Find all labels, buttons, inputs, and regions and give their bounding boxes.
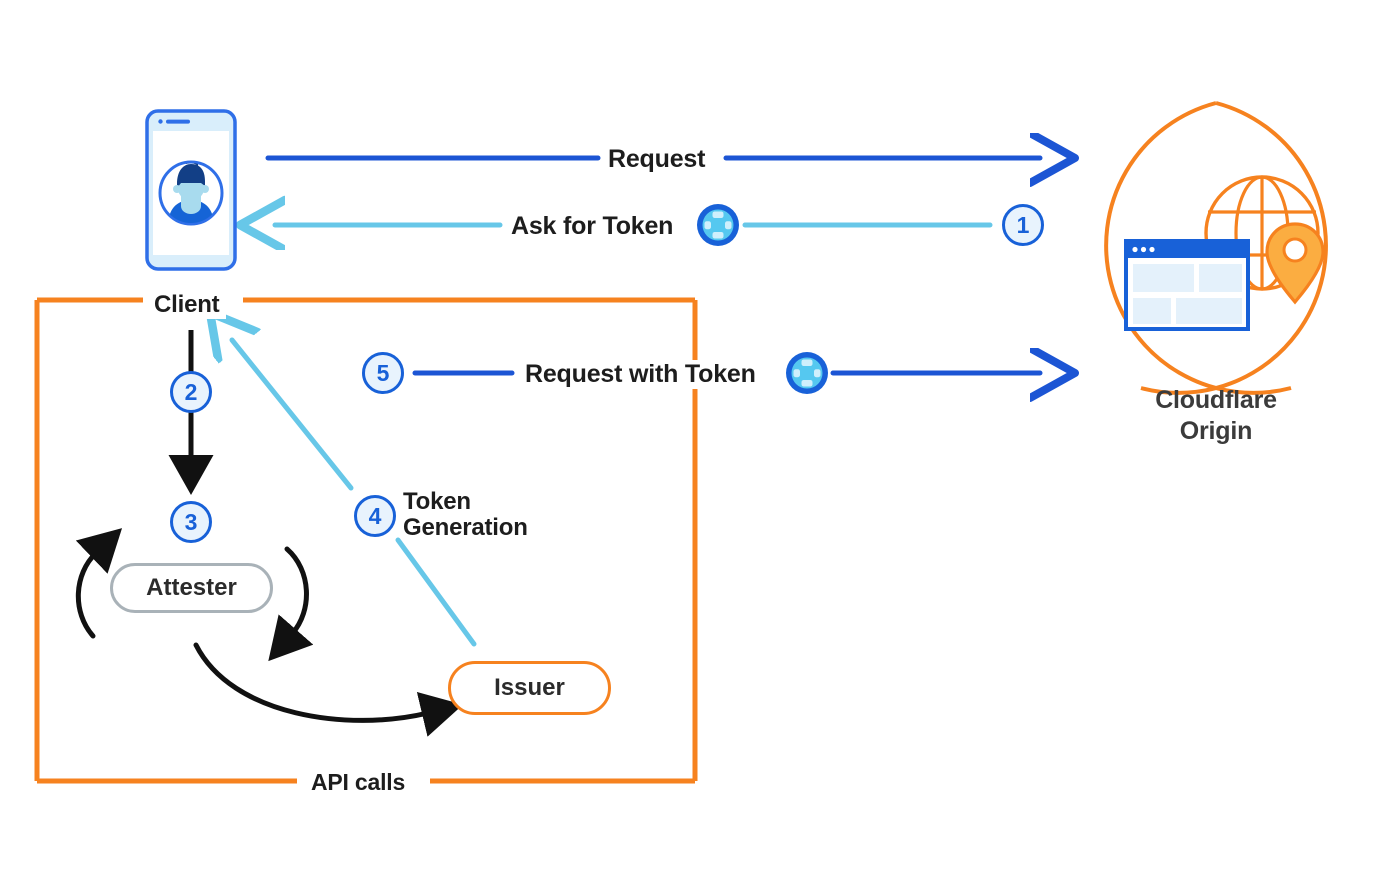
node-issuer-label: Issuer xyxy=(494,674,565,701)
node-attester[interactable]: Attester xyxy=(110,563,273,613)
step-badge-2[interactable]: 2 xyxy=(170,371,212,413)
flow-arrow-token-generation xyxy=(232,340,477,647)
mobile-phone-user-icon xyxy=(145,109,237,271)
origin-label-line2: Origin xyxy=(1179,416,1253,445)
token-badge-icon-ask xyxy=(697,204,739,246)
flow-label-ask-for-token: Ask for Token xyxy=(511,212,674,240)
token-generation-line2: Generation xyxy=(403,514,528,542)
flow-label-request-with-token: Request with Token xyxy=(518,360,763,389)
flow-arrow-attester-in xyxy=(75,528,123,639)
step-badge-3[interactable]: 3 xyxy=(170,501,212,543)
flow-label-token-generation: Token Generation xyxy=(403,488,603,542)
step-badge-1[interactable]: 1 xyxy=(1002,204,1044,246)
node-attester-label: Attester xyxy=(146,574,237,601)
flow-arrow-attester-out xyxy=(268,546,314,662)
node-issuer[interactable]: Issuer xyxy=(448,661,611,715)
token-badge-icon-request xyxy=(786,352,828,394)
token-generation-line1: Token xyxy=(403,488,471,515)
step-badge-4[interactable]: 4 xyxy=(354,495,396,537)
cloudflare-origin-globe-icon xyxy=(1104,101,1328,395)
node-label-cloudflare-origin: Cloudflare Origin xyxy=(1096,385,1336,446)
group-box-label-client: Client xyxy=(147,291,227,319)
step-badge-5[interactable]: 5 xyxy=(362,352,404,394)
flow-label-request: Request xyxy=(608,145,706,173)
group-box-label-api-calls: API calls xyxy=(304,769,413,796)
origin-label-line1: Cloudflare xyxy=(1155,386,1277,414)
flow-arrow-attester-to-issuer xyxy=(193,642,464,737)
